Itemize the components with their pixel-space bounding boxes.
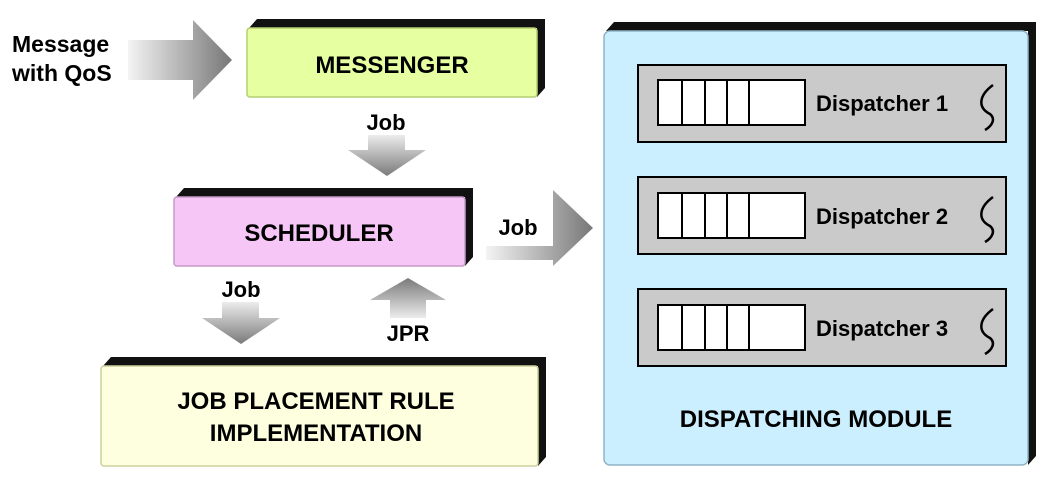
- scheduler-rect: [173, 196, 466, 267]
- dispatching-module: Dispatcher 1 Dispatcher 2: [603, 22, 1036, 466]
- scheduler-label: SCHEDULER: [244, 220, 393, 247]
- right-arrow-icon: [486, 190, 593, 266]
- input-arrow-icon: [128, 20, 232, 100]
- dispatcher-3: Dispatcher 3: [637, 288, 1007, 367]
- job-label-messenger-scheduler: Job: [366, 110, 405, 135]
- jpr-label-line2: IMPLEMENTATION: [210, 420, 422, 447]
- thread-icon: [980, 83, 995, 132]
- messenger-rect: [246, 27, 538, 98]
- job-label-scheduler-jpr: Job: [221, 277, 260, 302]
- dispatcher-2-label: Dispatcher 2: [816, 204, 948, 229]
- up-arrow-icon: [370, 278, 446, 318]
- dispatcher-3-label: Dispatcher 3: [816, 316, 948, 341]
- messenger-box: MESSENGER: [246, 19, 545, 98]
- jpr-label-line1: JOB PLACEMENT RULE: [177, 388, 454, 415]
- scheduler-box: SCHEDULER: [173, 188, 473, 267]
- messenger-label: MESSENGER: [315, 52, 468, 79]
- input-label-line1: Message: [12, 31, 109, 57]
- dispatcher-1-label: Dispatcher 1: [816, 91, 948, 116]
- queue-icon: [657, 79, 806, 126]
- dispatching-module-label: DISPATCHING MODULE: [680, 406, 952, 433]
- down-arrow-icon-2: [202, 302, 280, 344]
- scheduler-shadow: [176, 188, 473, 266]
- queue-icon: [657, 192, 806, 239]
- job-label-scheduler-dispatching: Job: [498, 215, 537, 240]
- jpr-label: JPR: [387, 321, 430, 346]
- input-label-line2: with QoS: [11, 60, 112, 86]
- thread-icon: [980, 307, 995, 356]
- thread-icon: [980, 195, 995, 244]
- queue-icon: [657, 304, 806, 351]
- down-arrow-icon: [348, 135, 426, 176]
- jpr-box: JOB PLACEMENT RULE IMPLEMENTATION: [100, 357, 546, 467]
- messenger-shadow: [249, 19, 545, 97]
- jpr-rect: [100, 365, 539, 467]
- dispatcher-2: Dispatcher 2: [637, 176, 1007, 255]
- dispatcher-1: Dispatcher 1: [637, 64, 1007, 143]
